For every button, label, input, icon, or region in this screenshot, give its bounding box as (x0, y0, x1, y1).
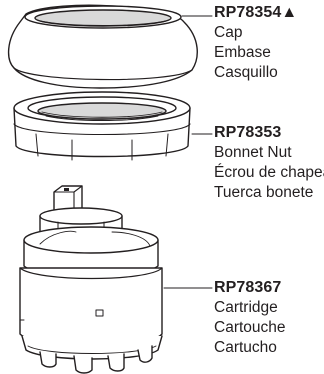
cap-part-illustration (7, 4, 198, 89)
bonnet-nut-part-number: RP78353 (214, 124, 282, 141)
cartridge-name-fr: Cartouche (214, 319, 286, 336)
cartridge-name-en: Cartridge (214, 299, 278, 316)
cap-name-en: Cap (214, 24, 243, 41)
bonnet-nut-part-illustration (13, 91, 191, 161)
bonnet-nut-name-fr: Écrou de chapeau (214, 164, 324, 181)
cartridge-part-illustration (19, 185, 163, 374)
cartridge-label: RP78367 Cartridge Cartouche Cartucho (214, 278, 286, 358)
bonnet-nut-name-es: Tuerca bonete (214, 184, 314, 201)
bonnet-nut-label: RP78353 Bonnet Nut Écrou de chapeau Tuer… (214, 123, 324, 203)
cartridge-part-number: RP78367 (214, 279, 282, 296)
cap-name-fr: Embase (214, 44, 271, 61)
cap-name-es: Casquillo (214, 64, 278, 81)
cap-label: RP78354▲ Cap Embase Casquillo (214, 3, 297, 83)
cap-part-number: RP78354▲ (214, 4, 298, 21)
cartridge-name-es: Cartucho (214, 339, 277, 356)
bonnet-nut-name-en: Bonnet Nut (214, 144, 292, 161)
